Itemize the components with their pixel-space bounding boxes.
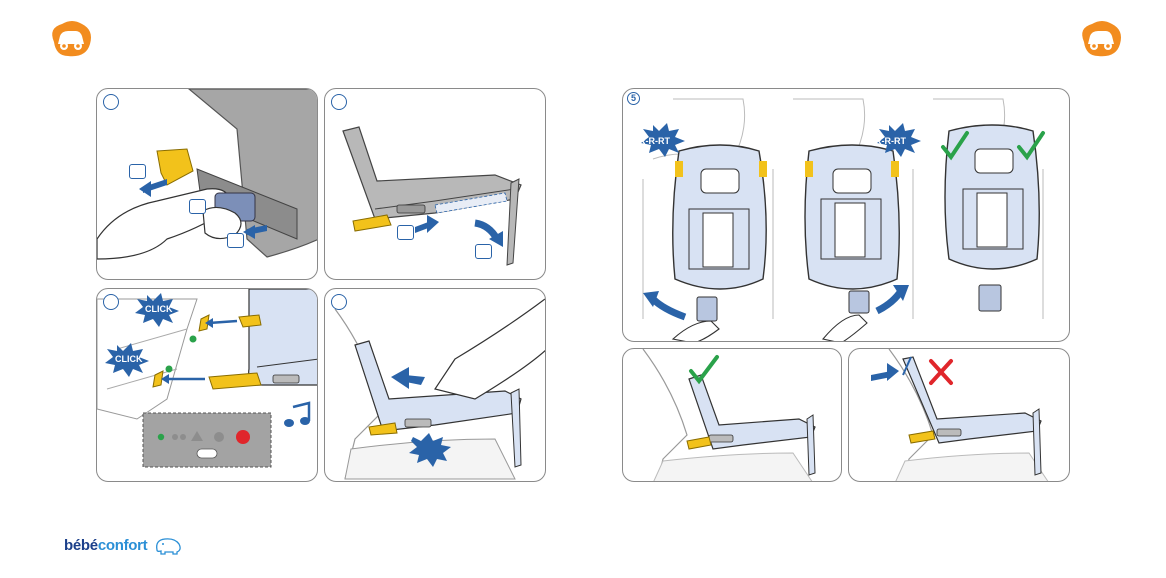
step-4-panel <box>324 288 546 482</box>
brand-logo: bébéconfort <box>64 536 183 556</box>
step-1c-marker <box>227 233 244 248</box>
step-2-illustration <box>325 89 546 280</box>
step-4-illustration <box>325 289 546 482</box>
step-5-illustration: R-R-RT R-R-RT <box>623 89 1070 342</box>
correct-install-panel <box>622 348 842 482</box>
step-2b-marker <box>475 244 492 259</box>
ratchet-label-2: R-R-RT <box>875 136 906 146</box>
incorrect-install-panel <box>848 348 1070 482</box>
ratchet-label-1: R-R-RT <box>639 136 670 146</box>
step-3-number <box>103 294 119 310</box>
step-1a-marker <box>129 164 146 179</box>
cross-icon <box>931 361 951 383</box>
click-label-bottom: CLICK <box>115 354 143 364</box>
step-4-number <box>331 294 347 310</box>
step-3-panel: CLICK CLICK <box>96 288 318 482</box>
car-badge-right-icon <box>1076 18 1124 60</box>
incorrect-install-illustration <box>849 349 1070 482</box>
step-2-number <box>331 94 347 110</box>
step-5-number: 5 <box>627 92 640 105</box>
step-1-panel <box>96 88 318 280</box>
step-2-panel <box>324 88 546 280</box>
step-2a-marker <box>397 225 414 240</box>
click-label-top: CLICK <box>145 304 173 314</box>
step-1b-marker <box>189 199 206 214</box>
car-badge-left-icon <box>46 18 94 60</box>
check-icon <box>691 357 717 381</box>
elephant-icon <box>153 536 183 556</box>
step-1-number <box>103 94 119 110</box>
brand-name-part1: bébé <box>64 537 98 554</box>
step-1-illustration <box>97 89 318 280</box>
step-3-illustration: CLICK CLICK <box>97 289 318 482</box>
brand-name-part2: confort <box>98 537 148 554</box>
correct-install-illustration <box>623 349 842 482</box>
step-5-panel: R-R-RT R-R-RT 5 <box>622 88 1070 342</box>
